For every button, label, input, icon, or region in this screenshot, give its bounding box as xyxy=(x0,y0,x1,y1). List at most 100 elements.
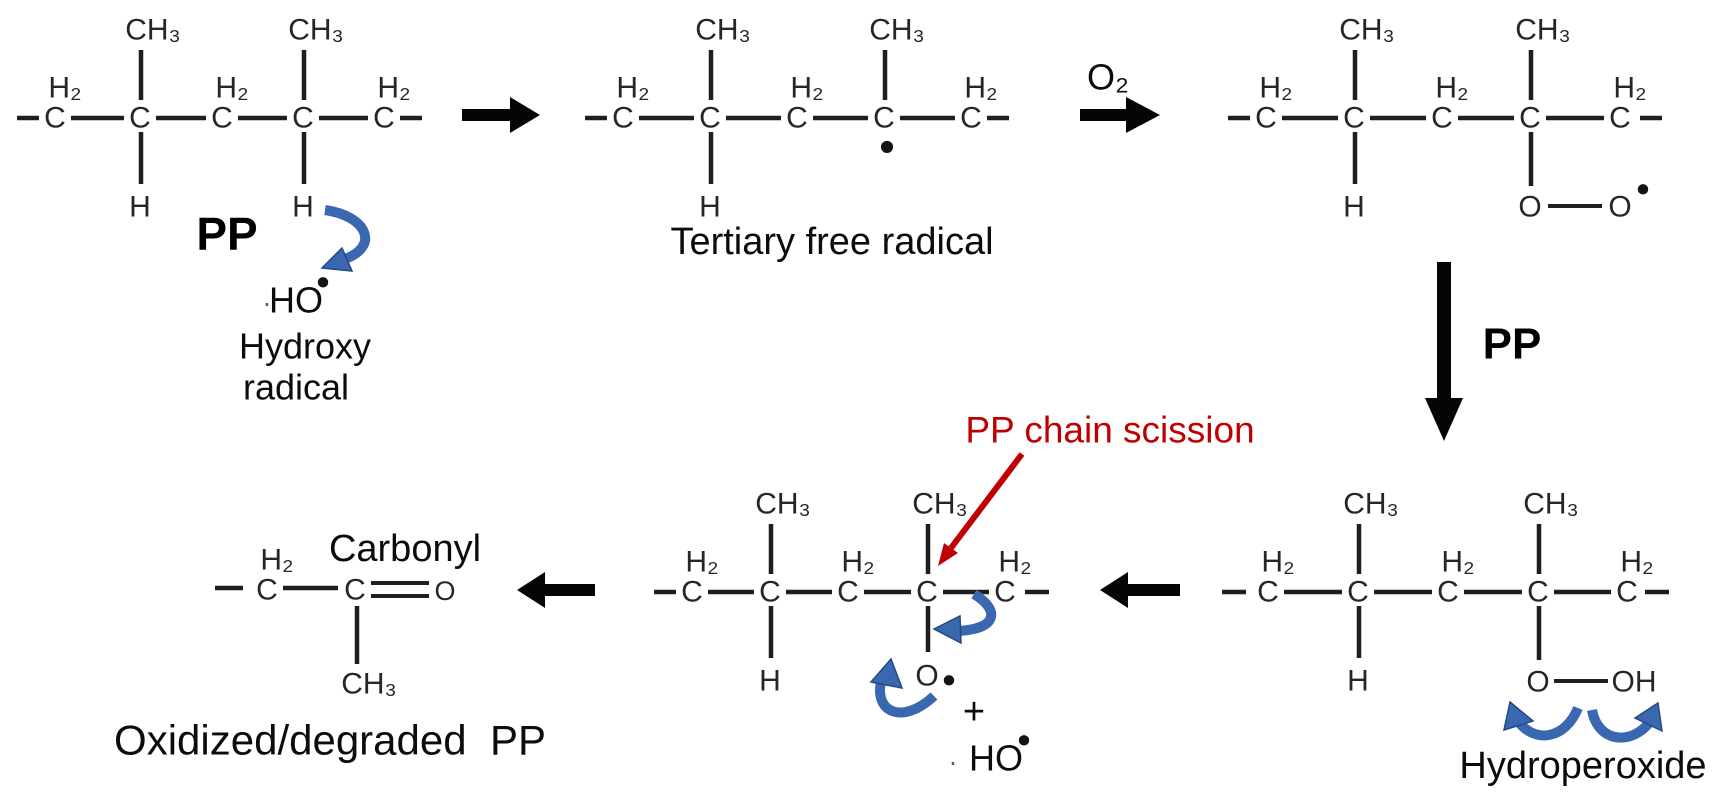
atom-c: C xyxy=(1519,102,1541,135)
reaction-arrow-left-icon xyxy=(1100,572,1180,608)
atom-ch3: CH₃ xyxy=(125,14,181,47)
reaction-arrow-right-icon xyxy=(462,97,540,133)
atom-h2: H₂ xyxy=(260,544,293,577)
label-tertiary-free-radical: Tertiary free radical xyxy=(670,221,993,263)
atom-ch3: CH₃ xyxy=(1523,488,1579,521)
atom-c: C xyxy=(292,102,314,135)
radical-dot: • xyxy=(1632,171,1653,212)
atom-c: C xyxy=(699,102,721,135)
atom-o: O xyxy=(1608,191,1631,224)
atom-h2: H₂ xyxy=(685,546,718,579)
radical-dot: • xyxy=(312,264,333,305)
structure-peroxy-radical: C C C C C H₂ H₂ H₂ CH₃ CH₃ H O O • xyxy=(1228,14,1662,224)
atom-h2: H₂ xyxy=(998,546,1031,579)
label-o2: O₂ xyxy=(1087,57,1129,98)
atom-h2: H₂ xyxy=(1261,546,1294,579)
radical-dot: • xyxy=(875,124,900,173)
blue-arrowhead-icon xyxy=(869,657,904,689)
atom-ch3: CH₃ xyxy=(341,668,397,701)
label-hydroxy: Hydroxy xyxy=(239,326,371,367)
atom-ch3: CH₃ xyxy=(288,14,344,47)
pp-down-reaction-step: PP xyxy=(1425,262,1541,441)
atom-ch3: CH₃ xyxy=(695,14,751,47)
reaction-arrow-right-icon xyxy=(1080,97,1160,133)
atom-c: C xyxy=(873,102,895,135)
structure-carbonyl-product: C C H₂ O CH₃ Carbonyl Oxidized/degraded … xyxy=(114,528,546,764)
atom-ho: HO xyxy=(269,280,323,321)
atom-ch3: CH₃ xyxy=(755,488,811,521)
atom-c: C xyxy=(1257,576,1279,609)
atom-o: O xyxy=(915,660,938,693)
atom-c: C xyxy=(44,102,66,135)
atom-c: C xyxy=(1609,102,1631,135)
structure-hydroperoxide: C C C C C H₂ H₂ H₂ CH₃ CH₃ H O OH Hydrop… xyxy=(1222,488,1707,787)
label-pp-chain-scission: PP chain scission xyxy=(965,410,1254,451)
atom-h: H xyxy=(759,665,781,698)
atom-h2: H₂ xyxy=(964,72,997,105)
red-arrowhead-icon xyxy=(938,543,958,566)
label-oxidized-degraded-pp: Oxidized/degraded PP xyxy=(114,717,546,764)
blue-curved-arrow xyxy=(324,205,371,264)
atom-o: O xyxy=(1518,191,1541,224)
radical-dot: • xyxy=(1013,722,1034,763)
atom-h: H xyxy=(1347,665,1369,698)
blue-arrowhead-icon xyxy=(1502,700,1535,732)
atom-ch3: CH₃ xyxy=(1339,14,1395,47)
atom-h2: H₂ xyxy=(48,72,81,105)
atom-c: C xyxy=(373,102,395,135)
atom-h2: H₂ xyxy=(1620,546,1653,579)
label-carbonyl: Carbonyl xyxy=(329,528,481,570)
atom-h2: H₂ xyxy=(790,72,823,105)
atom-ch3: CH₃ xyxy=(1343,488,1399,521)
atom-o: O xyxy=(1526,666,1549,699)
atom-h2: H₂ xyxy=(1435,72,1468,105)
atom-c: C xyxy=(994,576,1016,609)
atom-h: H xyxy=(129,191,151,224)
structure-tertiary-free-radical: C C C C C H₂ H₂ H₂ CH₃ CH₃ H • Tertiary … xyxy=(585,14,1009,263)
red-annotation-arrow xyxy=(948,452,1025,550)
atom-h2: H₂ xyxy=(841,546,874,579)
structure-pp-reactant: C C C C C H₂ H₂ H₂ CH₃ CH₃ H H PP · HO •… xyxy=(17,14,422,408)
atom-c: C xyxy=(1343,102,1365,135)
o2-reaction-step: O₂ xyxy=(1080,57,1160,133)
atom-c: C xyxy=(1347,576,1369,609)
atom-c: C xyxy=(256,574,278,607)
atom-oh: OH xyxy=(1612,666,1657,699)
atom-c: C xyxy=(129,102,151,135)
atom-c: C xyxy=(786,102,808,135)
atom-c: C xyxy=(211,102,233,135)
atom-o: O xyxy=(434,576,455,606)
atom-ho: HO xyxy=(969,738,1023,779)
atom-c: C xyxy=(1431,102,1453,135)
atom-h2: H₂ xyxy=(377,72,410,105)
faint-dot: · xyxy=(949,750,957,778)
blue-curved-arrow xyxy=(957,589,997,636)
blue-arrowhead-icon xyxy=(320,246,354,272)
blue-arrowhead-icon xyxy=(1633,701,1663,733)
label-pp-reactant: PP xyxy=(196,208,257,260)
label-pp-down: PP xyxy=(1483,320,1542,369)
blue-curved-arrow xyxy=(875,676,938,718)
atom-c: C xyxy=(960,102,982,135)
atom-ch3: CH₃ xyxy=(1515,14,1571,47)
blue-arrowhead-icon xyxy=(932,614,962,645)
atom-c: C xyxy=(837,576,859,609)
atom-c: C xyxy=(344,574,366,607)
atom-h: H xyxy=(292,191,314,224)
reaction-arrow-down-icon xyxy=(1425,262,1463,441)
plus-sign: + xyxy=(963,691,985,733)
atom-c: C xyxy=(681,576,703,609)
atom-ch3: CH₃ xyxy=(912,488,968,521)
structure-alkoxy-radical: C C C C C H₂ H₂ H₂ CH₃ CH₃ H O • + · HO … xyxy=(654,410,1255,779)
label-hydroperoxide: Hydroperoxide xyxy=(1459,745,1706,787)
atom-h2: H₂ xyxy=(1259,72,1292,105)
atom-h2: H₂ xyxy=(1441,546,1474,579)
reaction-arrow-left-icon xyxy=(517,572,595,608)
radical-dot: • xyxy=(938,662,959,703)
atom-c: C xyxy=(1616,576,1638,609)
atom-c: C xyxy=(916,576,938,609)
atom-c: C xyxy=(612,102,634,135)
blue-curved-arrow xyxy=(1587,708,1657,743)
